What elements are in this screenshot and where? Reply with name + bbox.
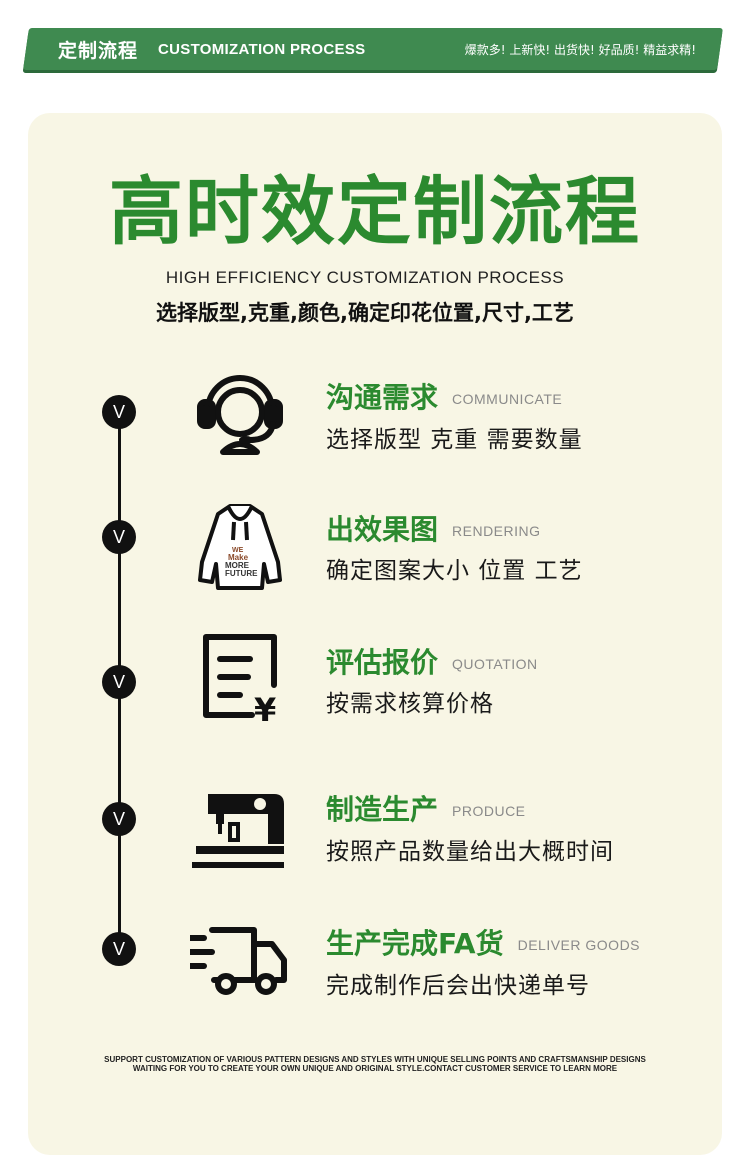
- quotation-icon: ¥: [203, 634, 277, 727]
- banner-subtitle: CUSTOMIZATION PROCESS: [158, 40, 366, 58]
- footer-line-1: SUPPORT CUSTOMIZATION OF VARIOUS PATTERN…: [104, 1055, 646, 1064]
- hoodie-print-line: WE: [232, 547, 244, 554]
- hoodie-print-line: FUTURE: [225, 569, 258, 578]
- step-title-en: PRODUCE: [452, 803, 526, 819]
- delivery-truck-icon: [190, 927, 287, 995]
- step-marker: V: [102, 520, 136, 554]
- content-card: [28, 113, 722, 1155]
- footer-line-2: WAITING FOR YOU TO CREATE YOUR OWN UNIQU…: [132, 1064, 618, 1073]
- step-title-en: COMMUNICATE: [452, 391, 563, 407]
- hoodie-print-line: MORE: [225, 561, 250, 570]
- hoodie-icon: WE Make MORE FUTURE: [198, 504, 282, 590]
- svg-text:¥: ¥: [254, 691, 276, 727]
- step-description: 确定图案大小 位置 工艺: [326, 558, 583, 584]
- page-title: 高时效定制流程: [109, 169, 641, 255]
- step-title-en: RENDERING: [452, 523, 541, 539]
- step-description: 按照产品数量给出大概时间: [326, 839, 614, 865]
- step-title-en: QUOTATION: [452, 656, 538, 672]
- step-title-en: DELIVER GOODS: [517, 937, 641, 953]
- step-marker: V: [102, 395, 136, 429]
- banner-slogan: 爆款多! 上新快! 出货快! 好品质! 精益求精!: [464, 42, 696, 57]
- page-subtitle-cn: 选择版型,克重,颜色,确定印花位置,尺寸,工艺: [156, 301, 574, 325]
- step-description: 按需求核算价格: [326, 691, 494, 717]
- step-description: 完成制作后会出快递单号: [326, 973, 590, 999]
- step-marker: V: [102, 932, 136, 966]
- header-banner: 定制流程 CUSTOMIZATION PROCESS 爆款多! 上新快! 出货快…: [26, 28, 720, 70]
- step-marker: V: [102, 665, 136, 699]
- step-marker: V: [102, 802, 136, 836]
- step-description: 选择版型 克重 需要数量: [326, 427, 583, 453]
- hoodie-print-line: Make: [228, 553, 249, 562]
- headset-icon: [197, 375, 283, 455]
- page-subtitle-en: HIGH EFFICIENCY CUSTOMIZATION PROCESS: [165, 268, 565, 287]
- sewing-machine-icon: [192, 794, 284, 868]
- banner-title: 定制流程: [58, 39, 139, 62]
